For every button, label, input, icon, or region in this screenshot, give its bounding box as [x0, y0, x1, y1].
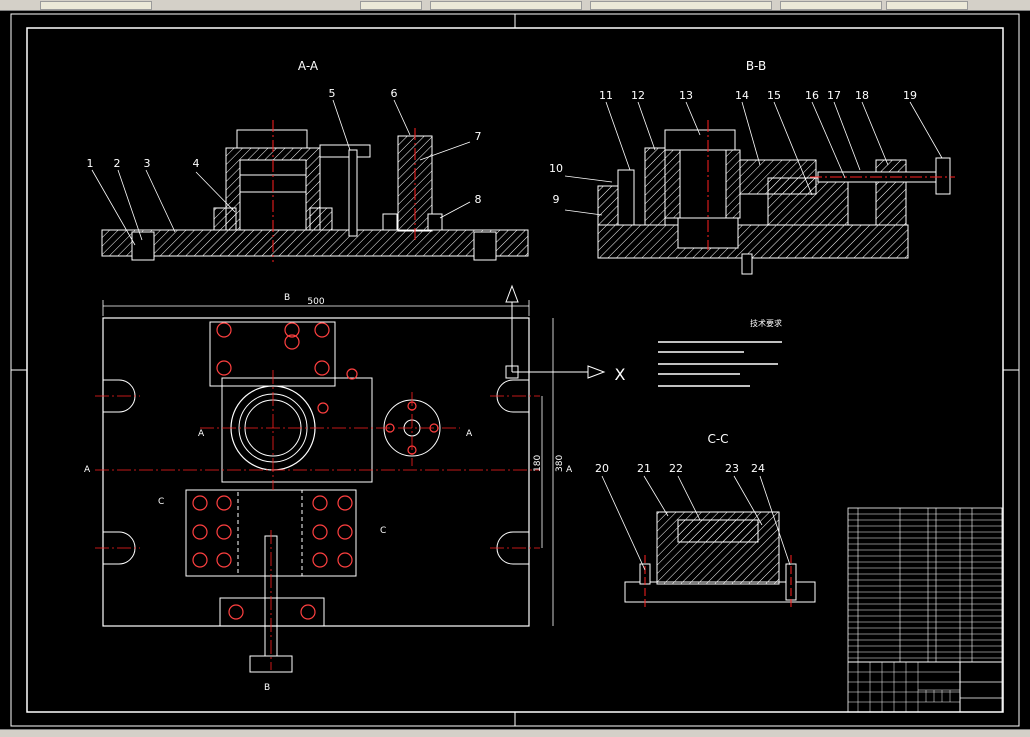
- part-number: 13: [679, 89, 693, 102]
- lineweight-dropdown[interactable]: [780, 1, 882, 10]
- part-number: 15: [767, 89, 781, 102]
- section-marker-c: C: [158, 497, 164, 507]
- part-number: 23: [725, 462, 739, 475]
- section-marker-c: C: [380, 526, 386, 536]
- part-number: 18: [855, 89, 869, 102]
- part-number: 12: [631, 89, 645, 102]
- bb-top-cap: [664, 129, 736, 151]
- part-number: 10: [549, 162, 563, 175]
- part-number: 20: [595, 462, 609, 475]
- toolbar-button-group[interactable]: [360, 1, 422, 10]
- part-number: 19: [903, 89, 917, 102]
- section-marker-b: B: [284, 293, 290, 303]
- sheet-outer-border: [10, 13, 1020, 727]
- centering-marks: [11, 14, 1019, 726]
- section-view-cc: C-C 20 21 22 23 24: [595, 432, 816, 610]
- plan-bolt-holes: [192, 322, 439, 620]
- command-line-bar[interactable]: [0, 729, 1030, 737]
- part-number: 5: [329, 87, 336, 100]
- part-number: 7: [475, 130, 482, 143]
- dim-height-outer: 380: [555, 455, 565, 472]
- part-number: 1: [87, 157, 94, 170]
- view-title-aa: A-A: [298, 59, 319, 73]
- technical-notes: 技术要求: [658, 318, 782, 387]
- section-marker-a: A: [198, 429, 205, 439]
- part-number: 11: [599, 89, 613, 102]
- part-number: 9: [553, 193, 560, 206]
- section-marker-a: A: [566, 465, 573, 475]
- cad-toolbar: [0, 0, 1030, 11]
- section-view-bb: B-B 9 10 11 12 13 14: [549, 59, 955, 275]
- part-number: 6: [391, 87, 398, 100]
- part-number: 14: [735, 89, 749, 102]
- section-marker-a: A: [84, 465, 91, 475]
- part-number: 3: [144, 157, 151, 170]
- part-number: 22: [669, 462, 683, 475]
- part-number: 8: [475, 193, 482, 206]
- part-number: 2: [114, 157, 121, 170]
- plan-view: 500 380 180 A A A A B B C C X: [84, 284, 626, 693]
- dim-height-inner: 180: [533, 455, 543, 472]
- plan-knob: [249, 655, 293, 673]
- title-block: [847, 507, 1003, 713]
- color-dropdown[interactable]: [886, 1, 968, 10]
- section-view-aa: A-A 1 2 3 4: [87, 59, 529, 262]
- bb-base-plate: [597, 224, 909, 259]
- part-number: 17: [827, 89, 841, 102]
- ucs-icon: [505, 284, 606, 379]
- section-marker-a: A: [466, 429, 473, 439]
- part-number: 16: [805, 89, 819, 102]
- section-marker-b: B: [264, 683, 270, 693]
- drawing-canvas[interactable]: A-A 1 2 3 4: [0, 10, 1030, 729]
- view-title-bb: B-B: [746, 59, 766, 73]
- bb-knob: [935, 157, 951, 195]
- toolbar-button-group[interactable]: [40, 1, 152, 10]
- aa-base-plate: [101, 229, 529, 257]
- linetype-dropdown[interactable]: [590, 1, 772, 10]
- axis-x-label: X: [615, 365, 626, 384]
- aa-top-cap: [236, 129, 308, 149]
- sheet-inner-border: [26, 27, 1004, 713]
- part-number: 21: [637, 462, 651, 475]
- part-number: 24: [751, 462, 765, 475]
- notes-title: 技术要求: [750, 318, 782, 328]
- aa-pin: [348, 149, 358, 237]
- view-title-cc: C-C: [707, 432, 728, 446]
- dim-width: 500: [307, 297, 324, 307]
- layer-dropdown[interactable]: [430, 1, 582, 10]
- part-number: 4: [193, 157, 200, 170]
